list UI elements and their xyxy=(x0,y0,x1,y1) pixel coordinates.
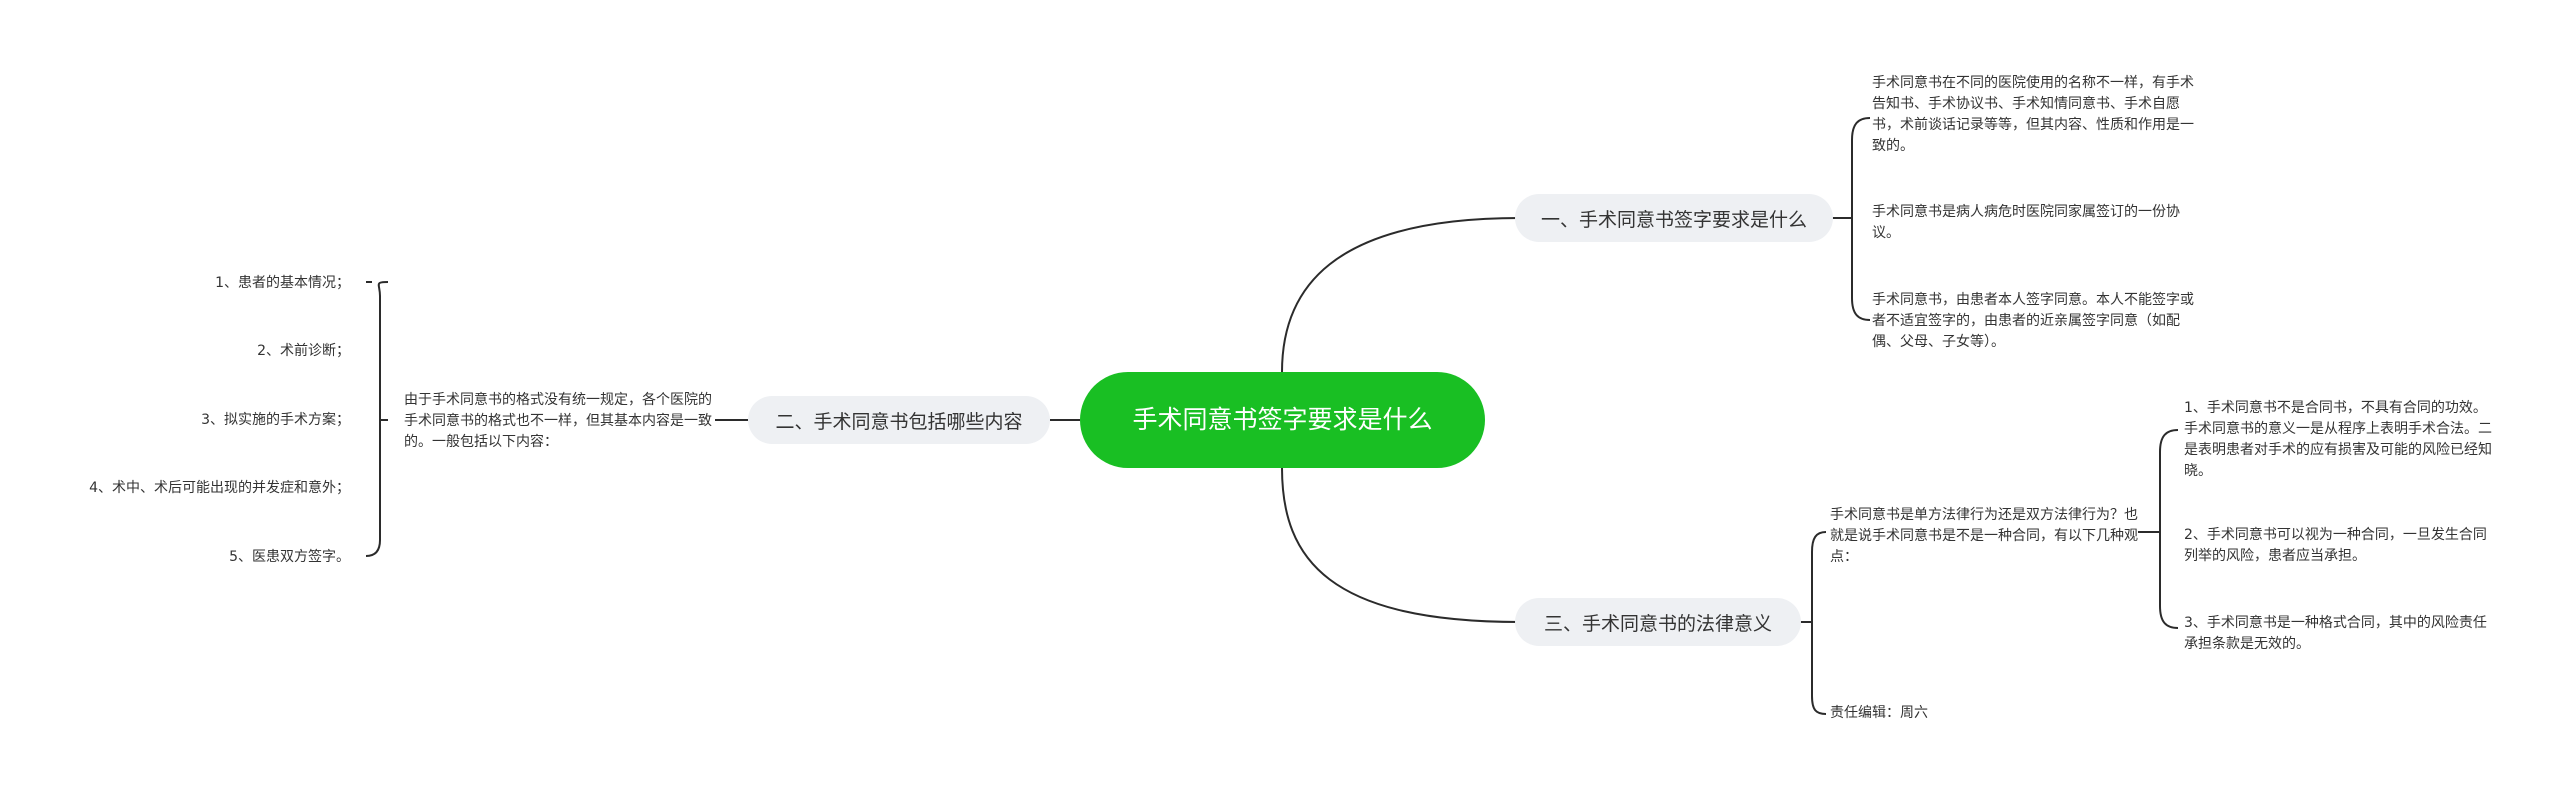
connector-root-branch1 xyxy=(1281,217,1521,373)
branch-signature-requirements[interactable]: 一、手术同意书签字要求是什么 xyxy=(1515,194,1833,242)
content-item-3: 3、拟实施的手术方案； xyxy=(201,412,350,428)
view-1: 1、手术同意书不是合同书，不具有合同的功效。手术同意书的意义一是从程序上表明手术… xyxy=(2184,400,2492,479)
branch2-intro: 由于手术同意书的格式没有统一规定，各个医院的手术同意书的格式也不一样，但其基本内… xyxy=(404,392,712,450)
connector-root-branch3 xyxy=(1281,467,1521,623)
branch3-intro: 手术同意书是单方法律行为还是双方法律行为？也就是说手术同意书是不是一种合同，有以… xyxy=(1830,507,2138,565)
leaf-agreement: 手术同意书是病人病危时医院同家属签订的一份协议。 xyxy=(1872,204,2180,241)
branch-legal-meaning[interactable]: 三、手术同意书的法律意义 xyxy=(1515,598,1801,646)
leaf-names-vary: 手术同意书在不同的医院使用的名称不一样，有手术告知书、手术协议书、手术知情同意书… xyxy=(1872,75,2194,154)
content-item-1: 1、患者的基本情况； xyxy=(215,275,350,291)
branch-contents[interactable]: 二、手术同意书包括哪些内容 xyxy=(748,396,1050,444)
connector-branch3-intro xyxy=(1800,531,1827,715)
root-topic[interactable]: 手术同意书签字要求是什么 xyxy=(1080,372,1485,468)
content-item-4: 4、术中、术后可能出现的并发症和意外； xyxy=(89,480,350,496)
view-3: 3、手术同意书是一种格式合同，其中的风险责任承担条款是无效的。 xyxy=(2184,615,2487,652)
content-item-2: 2、术前诊断； xyxy=(257,343,350,359)
leaf-who-signs: 手术同意书，由患者本人签字同意。本人不能签字或者不适宜签字的，由患者的近亲属签字… xyxy=(1872,292,2194,350)
view-2: 2、手术同意书可以视为一种合同，一旦发生合同列举的风险，患者应当承担。 xyxy=(2184,527,2487,564)
bracket-branch1 xyxy=(1832,117,1871,321)
bracket-intro3 xyxy=(2138,429,2179,629)
bracket-branch2 xyxy=(365,281,389,557)
content-item-5: 5、医患双方签字。 xyxy=(229,549,350,565)
editor-credit: 责任编辑：周六 xyxy=(1830,705,1928,721)
